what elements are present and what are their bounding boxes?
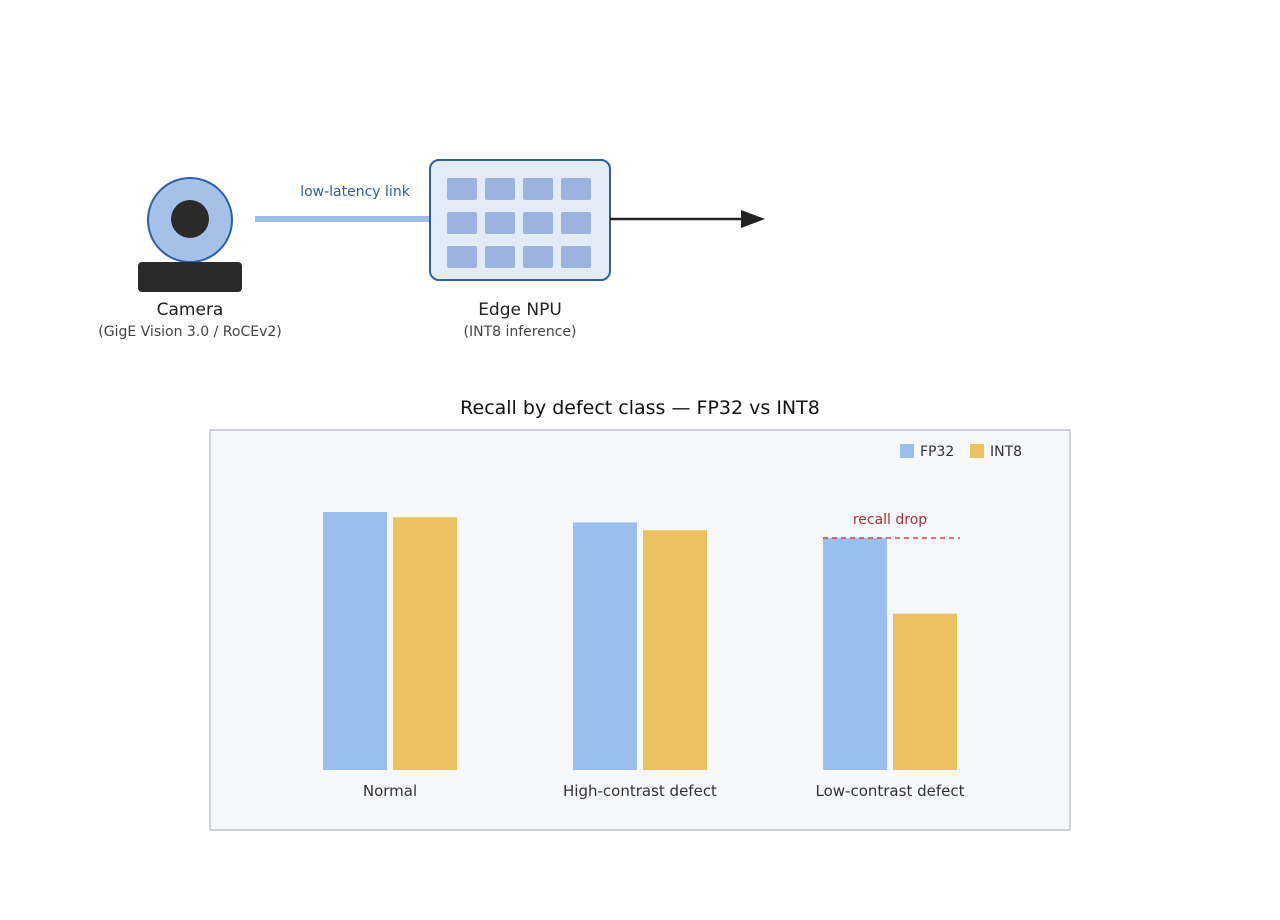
- npu-core-cell: [447, 178, 477, 200]
- bar-int8: [893, 613, 957, 770]
- chart-annotation: recall drop: [823, 512, 960, 539]
- x-tick-label: High-contrast defect: [563, 782, 717, 800]
- bar-int8: [643, 530, 707, 770]
- bar-int8: [393, 517, 457, 770]
- bar-fp32: [573, 522, 637, 770]
- recall-drop-label: recall drop: [853, 512, 927, 528]
- npu-core-grid: [447, 178, 591, 268]
- output-arrow: [610, 210, 765, 228]
- npu-sublabel: (INT8 inference): [464, 324, 577, 340]
- arrow-head-icon: [741, 210, 765, 228]
- bar-fp32: [323, 512, 387, 770]
- legend-swatch-int8: [970, 444, 984, 458]
- chart-x-ticks: Normal High-contrast defect Low-contrast d…: [363, 782, 965, 800]
- npu-core-cell: [523, 178, 553, 200]
- camera-node: Camera (GigE Vision 3.0 / RoCEv2): [98, 177, 282, 340]
- camera-lens-icon: [171, 200, 209, 238]
- camera-base-icon: [138, 262, 242, 292]
- npu-node: Edge NPU (INT8 inference): [429, 159, 611, 340]
- npu-label: Edge NPU: [478, 300, 562, 320]
- chart-title: Recall by defect class — FP32 vs INT8: [460, 397, 820, 419]
- legend-label-fp32: FP32: [920, 444, 954, 460]
- x-tick-label: Normal: [363, 782, 417, 800]
- chart-legend: FP32 INT8: [900, 444, 1022, 460]
- chart-bars: [323, 512, 957, 770]
- npu-core-cell: [561, 246, 591, 268]
- legend-swatch-fp32: [900, 444, 914, 458]
- npu-core-cell: [485, 212, 515, 234]
- npu-core-cell: [447, 212, 477, 234]
- npu-core-cell: [523, 246, 553, 268]
- link-label: low-latency link: [300, 184, 410, 200]
- legend-label-int8: INT8: [990, 444, 1022, 460]
- camera-sublabel: (GigE Vision 3.0 / RoCEv2): [98, 324, 281, 340]
- camera-label: Camera: [157, 300, 224, 320]
- x-tick-label: Low-contrast defect: [816, 782, 965, 800]
- npu-core-cell: [561, 178, 591, 200]
- npu-core-cell: [447, 246, 477, 268]
- npu-core-cell: [485, 178, 515, 200]
- link-edge: low-latency link: [255, 184, 430, 222]
- bar-fp32: [823, 538, 887, 770]
- npu-core-cell: [561, 212, 591, 234]
- npu-core-cell: [523, 212, 553, 234]
- npu-core-cell: [485, 246, 515, 268]
